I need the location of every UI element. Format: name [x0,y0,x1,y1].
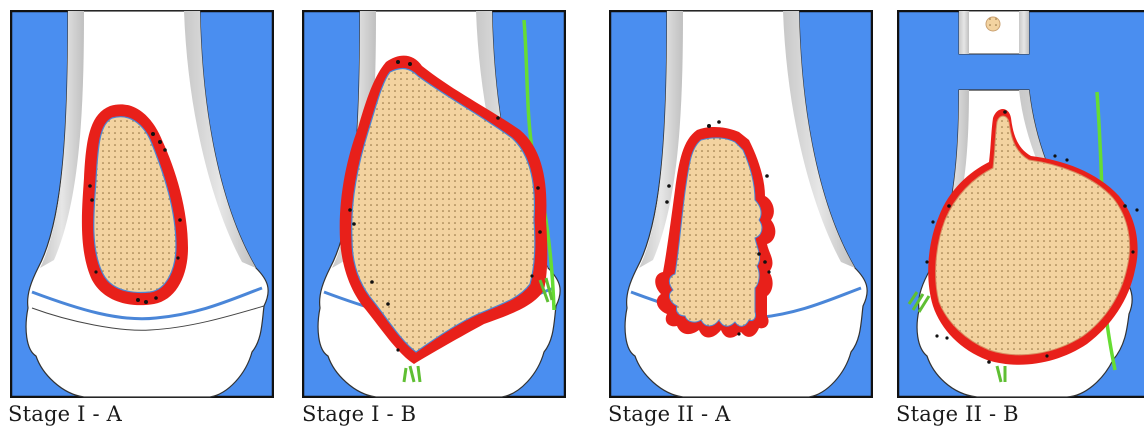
stage-2a-illustration [609,10,873,398]
stage-2b-illustration [897,10,1144,398]
panel-stage-1b [302,10,566,398]
panel-stage-1a [10,10,274,398]
panel-stage-2b [897,10,1144,398]
stage-1a-illustration [10,10,274,398]
caption-stage-2a: Stage II - A [608,402,731,426]
proximal-cortex-left [959,11,969,54]
panel-stage-2a [609,10,873,398]
caption-stage-2b: Stage II - B [896,402,1019,426]
stage-1b-illustration [302,10,566,398]
skip-metastasis [986,17,1000,31]
caption-stage-1a: Stage I - A [8,402,122,426]
caption-stage-1b: Stage I - B [302,402,416,426]
proximal-cortex-right [1019,11,1029,54]
